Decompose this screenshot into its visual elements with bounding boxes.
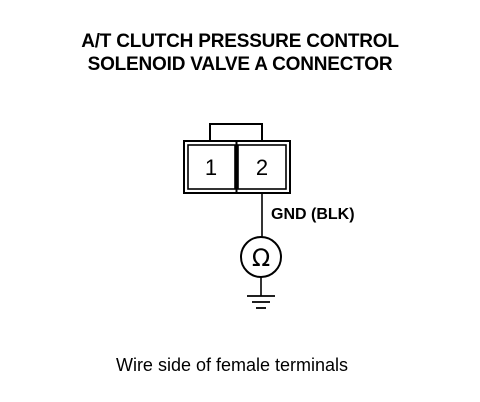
- diagram-title: A/T CLUTCH PRESSURE CONTROL SOLENOID VAL…: [0, 30, 480, 76]
- pin-1-label: 1: [205, 155, 217, 180]
- connector-lock-tab: [209, 123, 263, 141]
- ground-icon: [247, 295, 275, 309]
- pin-2-label: 2: [256, 155, 268, 180]
- title-line-1: A/T CLUTCH PRESSURE CONTROL: [81, 31, 399, 52]
- pin-cell-2: [237, 144, 287, 190]
- ohmmeter-icon: Ω: [240, 236, 282, 278]
- wire-label: GND (BLK): [271, 206, 355, 223]
- ohmmeter-symbol: Ω: [252, 244, 270, 272]
- pin-cell-1: [187, 144, 236, 190]
- title-line-2: SOLENOID VALVE A CONNECTOR: [87, 54, 393, 75]
- diagram-caption: Wire side of female terminals: [115, 355, 349, 375]
